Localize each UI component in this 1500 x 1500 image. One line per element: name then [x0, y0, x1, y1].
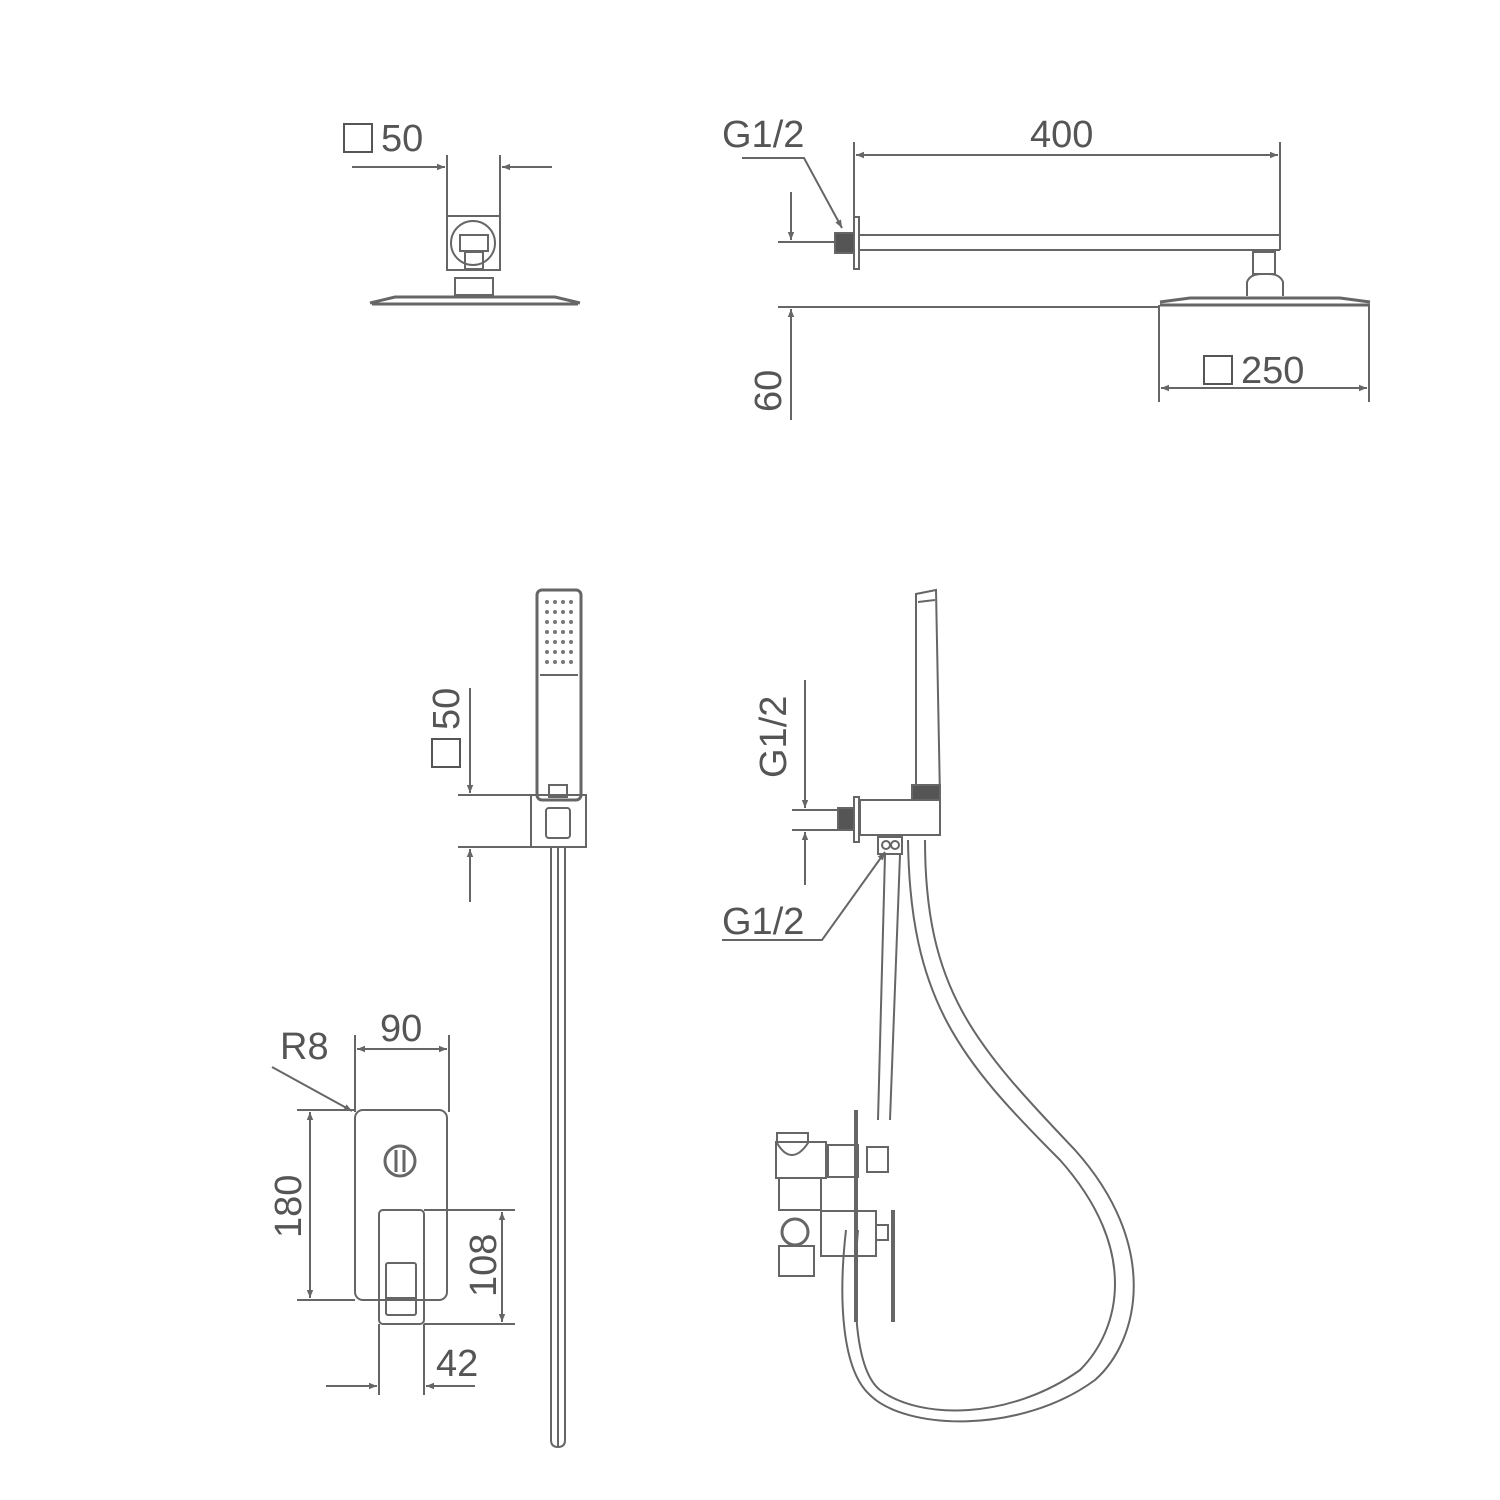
head-arm-size-label: 50	[343, 120, 423, 158]
plate-width-label: 90	[380, 1008, 423, 1050]
holder-size-label: 50	[426, 688, 468, 768]
head-front-view	[352, 155, 581, 306]
inlet-thread-label: G1/2	[753, 695, 795, 778]
handle-height-label: 108	[463, 1233, 505, 1297]
head-offset-label: 60	[748, 369, 790, 412]
square-symbol-icon	[343, 123, 373, 153]
head-size-label: 250	[1203, 352, 1304, 390]
plate-height-label: 180	[268, 1174, 310, 1238]
square-symbol-icon	[1203, 355, 1233, 385]
valve-plate-view	[271, 1035, 515, 1395]
corner-radius-label: R8	[280, 1026, 329, 1068]
square-symbol-icon	[431, 738, 461, 768]
arm-length-label: 400	[1030, 114, 1094, 156]
outlet-thread-label: G1/2	[722, 901, 805, 943]
handshower-side-view	[722, 588, 1135, 1423]
handle-width-label: 42	[436, 1343, 479, 1385]
head-side-view	[742, 142, 1371, 420]
head-thread-label: G1/2	[722, 114, 805, 156]
handshower-front-view	[458, 588, 587, 1449]
